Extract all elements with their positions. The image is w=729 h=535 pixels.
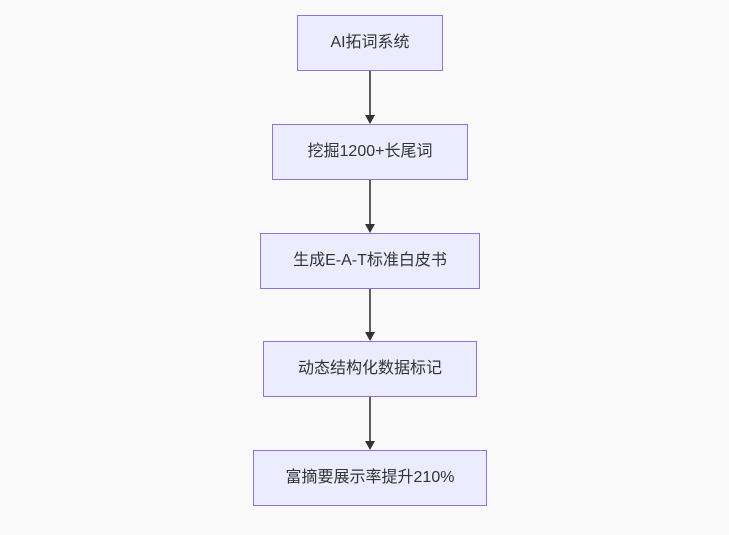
flow-edge-1 <box>362 71 378 124</box>
flow-node-label: 富摘要展示率提升210% <box>285 469 455 486</box>
flow-node-structured-data: 动态结构化数据标记 <box>263 341 477 397</box>
flow-node-eat-whitepaper: 生成E-A-T标准白皮书 <box>260 233 480 289</box>
edge-line <box>369 397 371 442</box>
edge-line <box>369 180 371 225</box>
arrowhead-down-icon <box>365 441 375 450</box>
flow-node-label: AI拓词系统 <box>330 34 410 51</box>
flow-node-ai-word-expansion: AI拓词系统 <box>297 15 443 71</box>
flow-edge-4 <box>362 397 378 450</box>
flow-node-label: 挖掘1200+长尾词 <box>307 143 433 160</box>
flow-node-rich-snippet-result: 富摘要展示率提升210% <box>253 450 487 506</box>
arrowhead-down-icon <box>365 332 375 341</box>
flow-node-label: 生成E-A-T标准白皮书 <box>293 252 447 269</box>
flow-node-label: 动态结构化数据标记 <box>297 360 442 377</box>
edge-line <box>369 71 371 116</box>
flow-edge-2 <box>362 180 378 233</box>
arrowhead-down-icon <box>365 115 375 124</box>
flow-edge-3 <box>362 289 378 341</box>
flow-node-longtail-mining: 挖掘1200+长尾词 <box>272 124 468 180</box>
edge-line <box>369 289 371 333</box>
arrowhead-down-icon <box>365 224 375 233</box>
